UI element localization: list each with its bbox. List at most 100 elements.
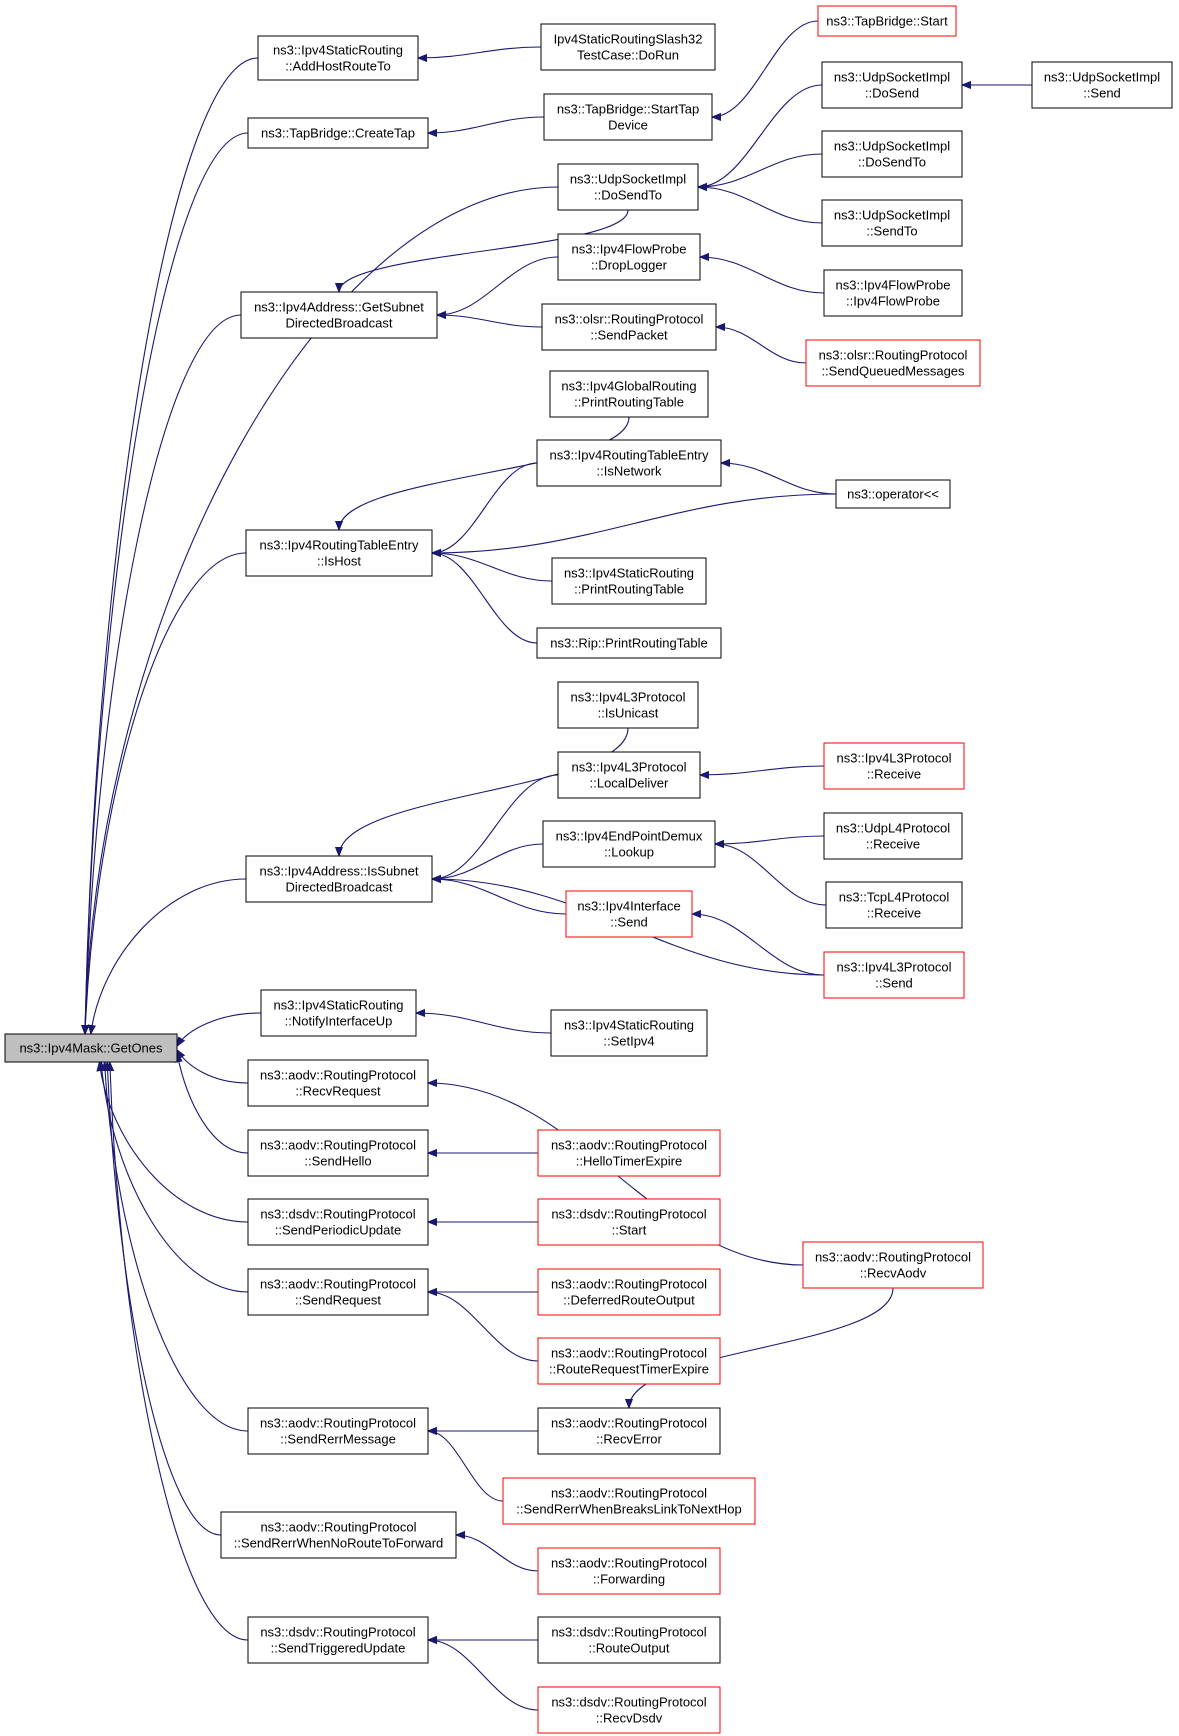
node-box <box>537 1407 721 1455</box>
node-label-line: ::SendPeriodicUpdate <box>275 1223 401 1238</box>
node-ns3-ipv4endpointdemux-lookup[interactable]: ns3::Ipv4EndPointDemux::Lookup <box>542 820 716 868</box>
node-label-line: ::Ipv4FlowProbe <box>846 294 940 309</box>
node-ns3-aodv-routingprotocol-sendrequest[interactable]: ns3::aodv::RoutingProtocol::SendRequest <box>247 1268 429 1316</box>
node-label-line: ns3::TapBridge::Start <box>826 14 948 29</box>
node-ns3-ipv4staticrouting-notifyinterfaceup[interactable]: ns3::Ipv4StaticRouting::NotifyInterfaceU… <box>260 989 417 1037</box>
node-ns3-ipv4staticrouting-addhostrouteto[interactable]: ns3::Ipv4StaticRouting::AddHostRouteTo <box>257 35 419 81</box>
node-label-line: ::RecvError <box>596 1432 662 1447</box>
node-ns3-dsdv-routingprotocol-sendtriggeredupdate[interactable]: ns3::dsdv::RoutingProtocol::SendTriggere… <box>247 1616 429 1664</box>
node-ns3-udpsocketimpl-send[interactable]: ns3::UdpSocketImpl::Send <box>1031 61 1173 109</box>
node-box <box>245 529 433 577</box>
node-box <box>257 35 419 81</box>
node-box <box>247 117 429 149</box>
node-ns3-aodv-routingprotocol-routerequesttimerexpire[interactable]: ns3::aodv::RoutingProtocol::RouteRequest… <box>537 1337 721 1385</box>
node-label-line: ::Send <box>875 976 913 991</box>
node-box <box>821 130 963 178</box>
node-label-line: ::PrintRoutingTable <box>574 395 684 410</box>
node-ns3-ipv4routingtableentry-ishost[interactable]: ns3::Ipv4RoutingTableEntry::IsHost <box>245 529 433 577</box>
edge-line <box>339 727 629 856</box>
edge-b4-to-a3 <box>437 256 559 315</box>
edge-a13-to-root <box>110 1062 249 1641</box>
node-ns3-aodv-routingprotocol-recvrequest[interactable]: ns3::aodv::RoutingProtocol::RecvRequest <box>247 1059 429 1107</box>
node-box <box>802 1241 984 1289</box>
node-box <box>537 1268 721 1316</box>
node-label-line: ::RouteOutput <box>589 1641 670 1656</box>
node-label-line: ::Send <box>610 915 648 930</box>
node-ns3-ipv4l3protocol-send[interactable]: ns3::Ipv4L3Protocol::Send <box>823 951 965 999</box>
edge-b3-to-a3 <box>339 209 629 293</box>
node-box <box>247 1129 429 1177</box>
node-ns3-dsdv-routingprotocol-recvdsdv[interactable]: ns3::dsdv::RoutingProtocol::RecvDsdv <box>537 1686 721 1734</box>
node-box <box>551 557 707 605</box>
node-ns3-ipv4globalrouting-printroutingtable[interactable]: ns3::Ipv4GlobalRouting::PrintRoutingTabl… <box>549 370 709 418</box>
node-label-line: ::Start <box>612 1223 647 1238</box>
edge-line <box>85 132 249 1034</box>
node-ns3-ipv4l3protocol-receive[interactable]: ns3::Ipv4L3Protocol::Receive <box>823 742 965 790</box>
node-ns3-ipv4flowprobe-ipv4flowprobe[interactable]: ns3::Ipv4FlowProbe::Ipv4FlowProbe <box>823 269 963 317</box>
edge-b9-to-a4 <box>432 553 538 644</box>
node-ns3-dsdv-routingprotocol-sendperiodicupdate[interactable]: ns3::dsdv::RoutingProtocol::SendPeriodic… <box>247 1198 429 1246</box>
edge-b2-to-a2 <box>428 116 545 133</box>
node-ns3-ipv4address-getsubnet-directedbroadcast[interactable]: ns3::Ipv4Address::GetSubnetDirectedBroad… <box>240 291 438 339</box>
edge-line <box>432 462 538 553</box>
node-box <box>4 1033 178 1063</box>
node-ns3-udpsocketimpl-sendto[interactable]: ns3::UdpSocketImpl::SendTo <box>821 199 963 247</box>
node-label-line: ::DeferredRouteOutput <box>563 1293 695 1308</box>
node-ns3-udpsocketimpl-dosendto[interactable]: ns3::UdpSocketImpl::DoSendTo <box>557 163 699 211</box>
node-box <box>835 479 951 509</box>
edge-line <box>692 914 825 976</box>
edge-c7-to-a4 <box>432 493 837 553</box>
node-ns3-ipv4flowprobe-droplogger[interactable]: ns3::Ipv4FlowProbe::DropLogger <box>557 233 701 281</box>
node-ns3-operator[interactable]: ns3::operator<< <box>835 479 951 509</box>
node-ns3-ipv4staticrouting-setipv4[interactable]: ns3::Ipv4StaticRouting::SetIpv4 <box>550 1009 708 1057</box>
edge-line <box>177 1012 262 1046</box>
node-ns3-olsr-routingprotocol-sendpacket[interactable]: ns3::olsr::RoutingProtocol::SendPacket <box>541 303 717 351</box>
node-box <box>536 627 722 659</box>
node-ns3-udpl4protocol-receive[interactable]: ns3::UdpL4Protocol::Receive <box>823 812 963 860</box>
node-label-line: ns3::aodv::RoutingProtocol <box>551 1486 707 1501</box>
node-box <box>220 1511 457 1559</box>
edge-line <box>416 1013 552 1034</box>
node-ns3-ipv4interface-send[interactable]: ns3::Ipv4Interface::Send <box>565 890 693 938</box>
node-label-line: ::DoSendTo <box>858 155 926 170</box>
node-ns3-ipv4l3protocol-isunicast[interactable]: ns3::Ipv4L3Protocol::IsUnicast <box>557 681 699 729</box>
node-ns3-ipv4l3protocol-localdeliver[interactable]: ns3::Ipv4L3Protocol::LocalDeliver <box>557 751 701 799</box>
node-ns3-ipv4routingtableentry-isnetwork[interactable]: ns3::Ipv4RoutingTableEntry::IsNetwork <box>536 439 722 487</box>
edge-line <box>698 153 823 187</box>
node-ns3-aodv-routingprotocol-sendrerrwhennoroutetoforward[interactable]: ns3::aodv::RoutingProtocol::SendRerrWhen… <box>220 1511 457 1559</box>
node-ns3-ipv4staticrouting-printroutingtable[interactable]: ns3::Ipv4StaticRouting::PrintRoutingTabl… <box>551 557 707 605</box>
edge-line <box>700 765 825 775</box>
node-ns3-ipv4mask-getones[interactable]: ns3::Ipv4Mask::GetOnes <box>4 1033 178 1063</box>
edge-a9-to-root <box>99 1062 249 1223</box>
node-label-line: ns3::aodv::RoutingProtocol <box>260 1416 416 1431</box>
node-box <box>247 1198 429 1246</box>
node-ns3-ipv4address-issubnet-directedbroadcast[interactable]: ns3::Ipv4Address::IsSubnetDirectedBroadc… <box>245 855 433 903</box>
node-label-line: ns3::Ipv4StaticRouting <box>564 1018 694 1033</box>
node-ns3-aodv-routingprotocol-deferredrouteoutput[interactable]: ns3::aodv::RoutingProtocol::DeferredRout… <box>537 1268 721 1316</box>
edge-line <box>85 552 247 1034</box>
node-label-line: ::Lookup <box>604 845 654 860</box>
node-ns3-dsdv-routingprotocol-routeoutput[interactable]: ns3::dsdv::RoutingProtocol::RouteOutput <box>537 1616 721 1664</box>
node-label-line: ns3::operator<< <box>847 487 939 502</box>
node-label-line: ::Receive <box>866 837 920 852</box>
node-ns3-olsr-routingprotocol-sendqueuedmessages[interactable]: ns3::olsr::RoutingProtocol::SendQueuedMe… <box>805 339 981 387</box>
node-ns3-rip-printroutingtable[interactable]: ns3::Rip::PrintRoutingTable <box>536 627 722 659</box>
node-ns3-aodv-routingprotocol-hellotimerexpire[interactable]: ns3::aodv::RoutingProtocol::HelloTimerEx… <box>537 1129 721 1177</box>
node-label-line: ns3::aodv::RoutingProtocol <box>551 1556 707 1571</box>
node-ns3-udpsocketimpl-dosendto[interactable]: ns3::UdpSocketImpl::DoSendTo <box>821 130 963 178</box>
node-ns3-aodv-routingprotocol-forwarding[interactable]: ns3::aodv::RoutingProtocol::Forwarding <box>537 1547 721 1595</box>
node-ns3-aodv-routingprotocol-recverror[interactable]: ns3::aodv::RoutingProtocol::RecvError <box>537 1407 721 1455</box>
node-ns3-tapbridge-createtap[interactable]: ns3::TapBridge::CreateTap <box>247 117 429 149</box>
node-ns3-dsdv-routingprotocol-start[interactable]: ns3::dsdv::RoutingProtocol::Start <box>537 1198 721 1246</box>
node-ns3-aodv-routingprotocol-sendhello[interactable]: ns3::aodv::RoutingProtocol::SendHello <box>247 1129 429 1177</box>
node-ns3-tcpl4protocol-receive[interactable]: ns3::TcpL4Protocol::Receive <box>825 881 963 929</box>
node-box <box>557 163 699 211</box>
node-ns3-aodv-routingprotocol-sendrerrmessage[interactable]: ns3::aodv::RoutingProtocol::SendRerrMess… <box>247 1407 429 1455</box>
node-ns3-tapbridge-start[interactable]: ns3::TapBridge::Start <box>817 5 957 37</box>
node-ns3-aodv-routingprotocol-sendrerrwhenbreakslinktonexthop[interactable]: ns3::aodv::RoutingProtocol::SendRerrWhen… <box>502 1477 756 1525</box>
edge-line <box>427 1431 504 1502</box>
node-ns3-udpsocketimpl-dosend[interactable]: ns3::UdpSocketImpl::DoSend <box>821 61 963 109</box>
node-ns3-aodv-routingprotocol-recvaodv[interactable]: ns3::aodv::RoutingProtocol::RecvAodv <box>802 1241 984 1289</box>
